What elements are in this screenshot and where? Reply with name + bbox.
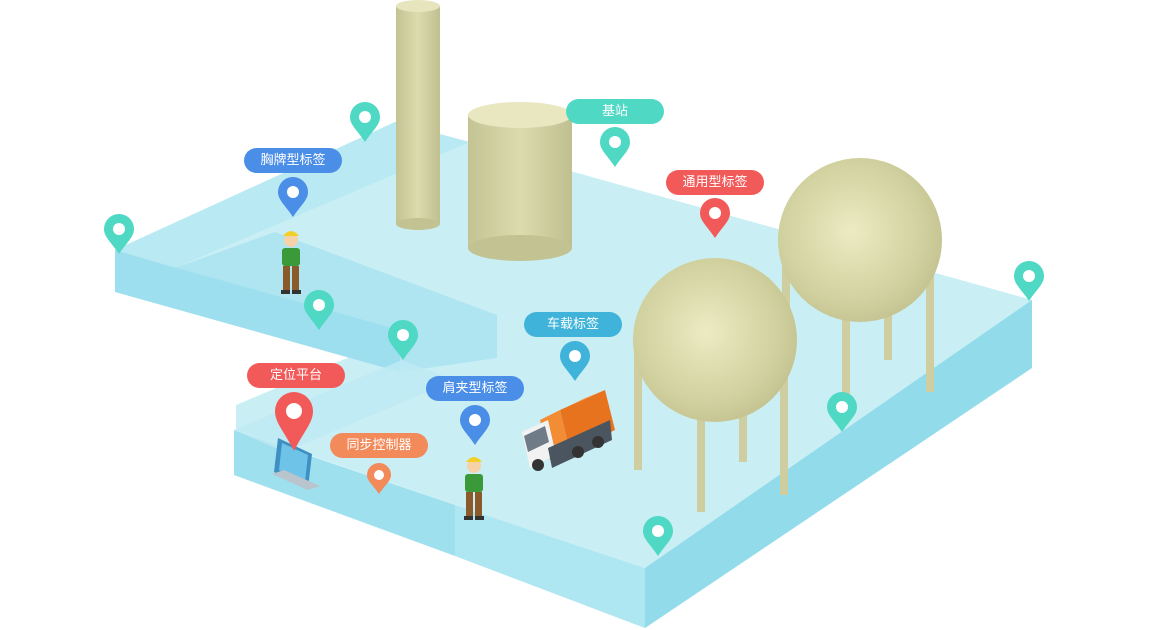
label-badge-tag-text: 胸牌型标签: [260, 152, 325, 168]
worker-figure-lower: [464, 457, 484, 520]
label-positioning-platform: 定位平台: [247, 363, 345, 388]
worker-figure-upper: [281, 231, 301, 294]
label-badge-tag: 胸牌型标签: [244, 148, 342, 173]
label-general-tag: 通用型标签: [666, 170, 764, 195]
label-sync-controller: 同步控制器: [330, 433, 428, 458]
label-base-station: 基站: [566, 99, 664, 124]
pin-positioning-platform[interactable]: [275, 392, 313, 451]
pin-station-7[interactable]: [827, 392, 857, 432]
pin-station-8[interactable]: [643, 516, 673, 556]
pin-station-2[interactable]: [350, 102, 380, 142]
dump-truck: [522, 390, 615, 471]
floor-side-right: [645, 300, 1032, 628]
label-sync-controller-text: 同步控制器: [346, 438, 411, 453]
label-positioning-platform-text: 定位平台: [270, 368, 322, 383]
sphere-tank-front: [633, 258, 797, 512]
label-base-station-text: 基站: [602, 104, 628, 119]
pin-station-6[interactable]: [1014, 261, 1044, 301]
pin-vehicle-tag[interactable]: [560, 341, 590, 381]
pin-sync-controller[interactable]: [367, 463, 391, 494]
label-shoulder-tag-text: 肩夹型标签: [442, 380, 507, 396]
pin-shoulder-tag[interactable]: [460, 405, 490, 445]
label-general-tag-text: 通用型标签: [682, 174, 747, 190]
laptop-screen-icon: [272, 438, 320, 490]
label-shoulder-tag: 肩夹型标签: [426, 376, 524, 401]
cylinder-tank: [468, 102, 572, 261]
pin-badge-tag[interactable]: [278, 177, 308, 217]
pin-station-3[interactable]: [600, 127, 630, 167]
pin-station-4[interactable]: [304, 290, 334, 330]
pin-station-5[interactable]: [388, 320, 418, 360]
label-vehicle-tag: 车载标签: [524, 312, 622, 337]
floor-side-left: [115, 250, 400, 372]
pin-station-1[interactable]: [104, 214, 134, 254]
floor-side-front: [455, 505, 645, 628]
label-vehicle-tag-text: 车载标签: [547, 316, 599, 332]
pin-general-tag[interactable]: [700, 198, 730, 238]
chimney: [396, 0, 440, 230]
